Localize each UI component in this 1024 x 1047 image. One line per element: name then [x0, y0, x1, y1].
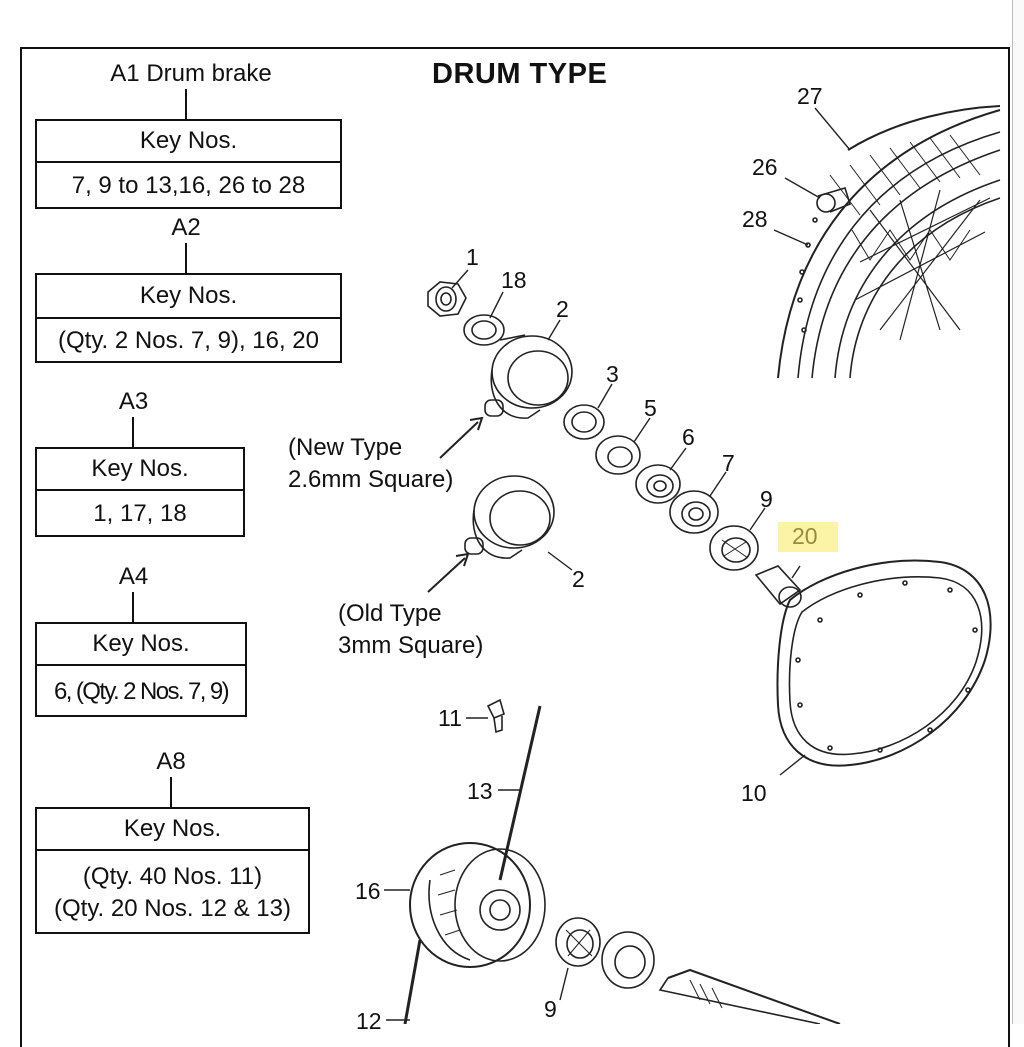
- note-line: (New Type: [288, 434, 403, 461]
- bearing-part-9: [709, 525, 759, 571]
- spoke-part-13: [498, 705, 542, 881]
- group-stem-a4: [132, 592, 134, 623]
- bearing-part-7: [669, 490, 719, 534]
- callout-13: 13: [467, 778, 493, 804]
- diagram-frame: [20, 47, 1010, 1047]
- drive-part-2-old-type: [464, 475, 555, 559]
- key-table-a3: Key Nos. 1, 17, 18: [35, 447, 245, 537]
- callout-9-upper: 9: [760, 486, 773, 512]
- key-table-values: 7, 9 to 13,16, 26 to 28: [71, 172, 306, 199]
- key-table-header: Key Nos.: [37, 809, 308, 851]
- washer-part-18: [463, 314, 505, 346]
- group-stem-a2: [185, 243, 187, 274]
- callout-20: 20: [792, 523, 818, 549]
- key-table-a8: Key Nos. (Qty. 40 Nos. 11) (Qty. 20 Nos.…: [35, 807, 310, 934]
- group-stem-a8: [170, 777, 172, 808]
- note-line: 2.6mm Square): [288, 466, 454, 493]
- group-stem-a3: [132, 417, 134, 448]
- drive-part-2-new-type: [484, 334, 573, 419]
- callout-10: 10: [741, 780, 767, 806]
- old-type-note: (Old Type 3mm Square): [338, 598, 483, 662]
- key-table-header: Key Nos.: [37, 624, 245, 666]
- callout-2-new: 2: [556, 296, 569, 322]
- nut-part-1: [427, 281, 467, 317]
- callout-7: 7: [722, 450, 735, 476]
- key-table-header: Key Nos.: [37, 121, 340, 163]
- key-table-values: (Qty. 20 Nos. 12 & 13): [54, 894, 291, 922]
- key-table-values: 6, (Qty. 2 Nos. 7, 9): [53, 677, 230, 705]
- page-edge: [1012, 0, 1024, 1024]
- key-table-header: Key Nos.: [37, 275, 340, 319]
- key-table-header: Key Nos.: [37, 449, 243, 491]
- callout-26: 26: [752, 154, 778, 180]
- note-line: (Old Type: [338, 600, 442, 627]
- rim-part-10: [776, 559, 992, 767]
- exploded-view-drawing: [384, 105, 1001, 1024]
- callout-1: 1: [466, 244, 479, 270]
- nipple-part-11: [486, 698, 505, 734]
- highlight-part-20: [778, 522, 838, 552]
- key-table-a4: Key Nos. 6, (Qty. 2 Nos. 7, 9): [35, 622, 247, 717]
- tyre-and-spokes-illustration: [777, 105, 1001, 379]
- seal-lower: [601, 931, 655, 989]
- new-type-note: (New Type 2.6mm Square): [288, 432, 453, 496]
- callout-2-old: 2: [572, 566, 585, 592]
- callout-5: 5: [644, 395, 657, 421]
- callout-3: 3: [606, 361, 619, 387]
- group-label-a1: A1 Drum brake: [110, 60, 272, 87]
- callout-6: 6: [682, 424, 695, 450]
- bearing-part-9-lower: [555, 917, 601, 967]
- key-table-a2: Key Nos. (Qty. 2 Nos. 7, 9), 16, 20: [35, 273, 342, 363]
- hub-part-16: [409, 842, 546, 968]
- note-line: 3mm Square): [338, 632, 484, 659]
- callout-27: 27: [797, 83, 823, 109]
- bearing-part-6: [635, 464, 681, 504]
- spoke-part-12: [403, 939, 422, 1024]
- axle: [658, 968, 841, 1024]
- key-table-a1: Key Nos. 7, 9 to 13,16, 26 to 28: [35, 119, 342, 209]
- callout-9-lower: 9: [544, 996, 557, 1022]
- callout-12: 12: [356, 1008, 382, 1034]
- callout-28: 28: [742, 206, 768, 232]
- group-stem-a1: [185, 89, 187, 120]
- callout-18: 18: [501, 267, 527, 293]
- seal-part-3: [563, 404, 605, 440]
- key-table-values: 1, 17, 18: [93, 500, 187, 527]
- callout-16: 16: [355, 878, 381, 904]
- spacer-part-20: [754, 565, 802, 608]
- key-table-values: (Qty. 40 Nos. 11): [82, 862, 263, 890]
- group-label-a2: A2: [171, 214, 201, 241]
- diagram-title: DRUM TYPE: [432, 58, 608, 90]
- group-label-a3: A3: [118, 388, 149, 415]
- group-label-a8: A8: [156, 748, 186, 775]
- key-table-values: (Qty. 2 Nos. 7, 9), 16, 20: [58, 327, 319, 354]
- callout-11: 11: [438, 705, 462, 731]
- group-label-a4: A4: [118, 563, 149, 590]
- spacer-part-5: [595, 435, 641, 475]
